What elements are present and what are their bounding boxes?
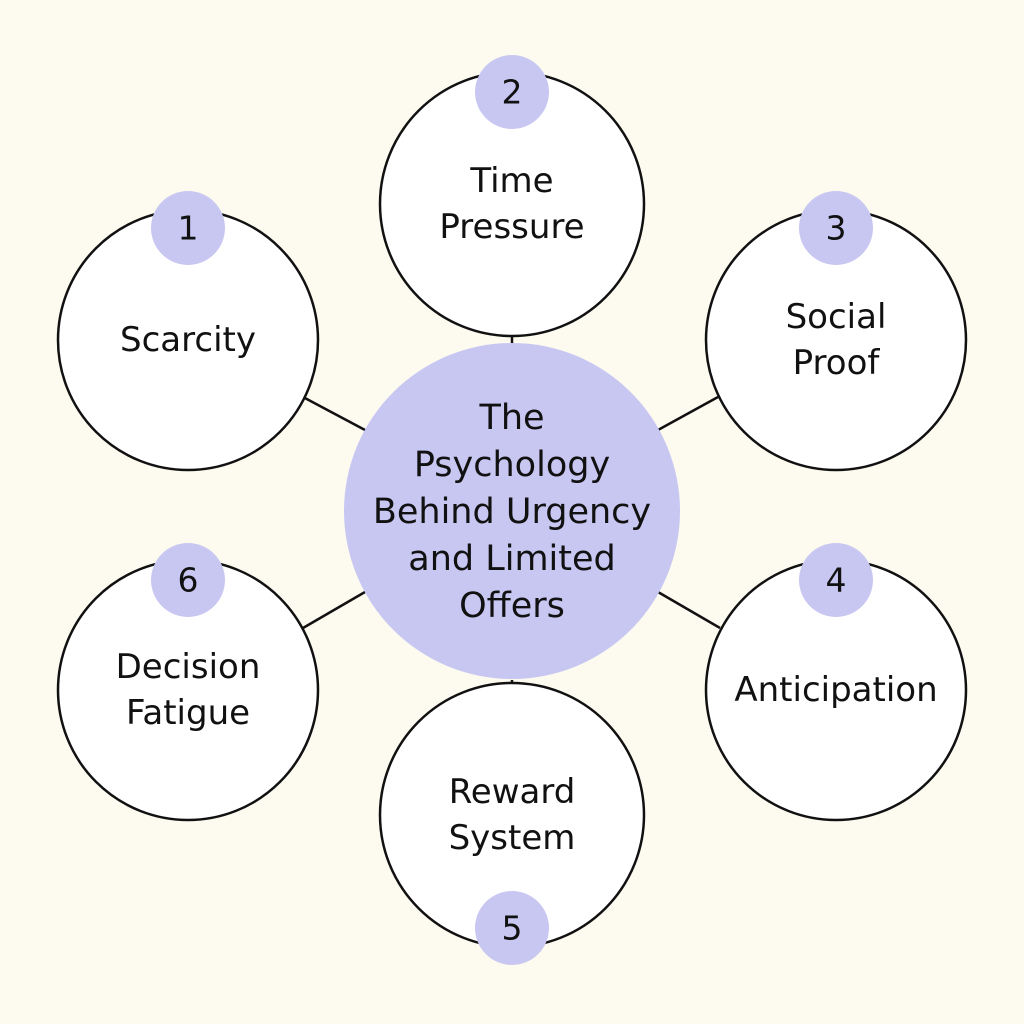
number-badge-label: 2 xyxy=(502,73,523,112)
number-badge xyxy=(475,55,549,129)
center-circle xyxy=(344,343,680,679)
number-badge xyxy=(151,543,225,617)
topic-label-line: Social xyxy=(786,297,887,337)
connector-6 xyxy=(302,590,366,630)
number-badge xyxy=(475,891,549,965)
topic-label-line: Pressure xyxy=(439,207,584,247)
connector-4 xyxy=(657,590,721,630)
topic-label-line: Proof xyxy=(793,343,881,383)
center-title-line-3: Behind Urgency xyxy=(373,492,651,532)
topic-label-line: Time xyxy=(469,161,553,201)
center-title-line-2: Psychology xyxy=(414,445,610,485)
topic-label-line: System xyxy=(449,818,576,858)
topic-label-line: Decision xyxy=(116,647,261,687)
center-title-line-1: The xyxy=(478,398,544,438)
center-title-line-5: Offers xyxy=(459,586,565,626)
connector-3 xyxy=(657,395,719,432)
number-badge xyxy=(151,191,225,265)
number-badge xyxy=(799,191,873,265)
number-badge-label: 4 xyxy=(826,561,847,600)
topic-label-line: Anticipation xyxy=(734,670,937,710)
center-topic: The Psychology Behind Urgency and Limite… xyxy=(344,343,680,679)
number-badge-label: 6 xyxy=(178,561,199,600)
number-badge-label: 5 xyxy=(502,909,523,948)
topic-label-line: Scarcity xyxy=(120,320,256,360)
topic-node-1: Scarcity 1 xyxy=(56,191,320,472)
topic-node-4: Anticipation 4 xyxy=(704,543,968,822)
center-title-line-4: and Limited xyxy=(408,539,616,579)
number-badge-label: 1 xyxy=(178,209,199,248)
connector-1 xyxy=(302,395,366,432)
number-badge-label: 3 xyxy=(826,209,847,248)
number-badge xyxy=(799,543,873,617)
topic-label-line: Reward xyxy=(449,772,576,812)
topic-label-line: Fatigue xyxy=(126,693,250,733)
